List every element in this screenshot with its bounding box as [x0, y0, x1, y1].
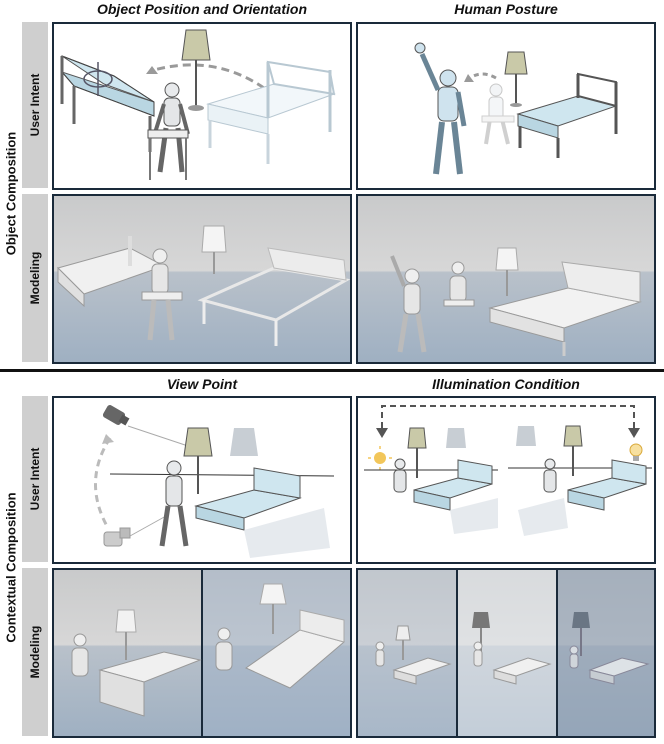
rotate-gizmo-icon	[83, 62, 113, 96]
row-label-modeling-top: Modeling	[22, 194, 48, 362]
row-label-user-intent-top: User Intent	[22, 22, 48, 188]
lightbulb-icon	[629, 443, 643, 461]
title-object-position: Object Position and Orientation	[96, 1, 307, 17]
panel-object-position-intent	[52, 22, 352, 190]
panel-human-posture-render	[356, 194, 656, 364]
panel-illumination-render	[356, 568, 656, 738]
sun-icon	[368, 446, 392, 470]
panel-human-posture-intent	[356, 22, 656, 190]
title-human-posture: Human Posture	[454, 1, 558, 17]
row-label-modeling-bottom: Modeling	[22, 568, 48, 736]
camera-icon	[103, 527, 131, 547]
camera-icon	[102, 405, 130, 426]
panel-view-point-render	[52, 568, 352, 738]
panel-illumination-intent	[356, 396, 656, 564]
section-divider	[0, 369, 664, 372]
row-label-user-intent-bottom: User Intent	[22, 396, 48, 562]
title-illumination-condition: Illumination Condition	[432, 376, 580, 392]
title-view-point: View Point	[166, 376, 238, 392]
group-label-object-composition: Object Composition	[3, 131, 19, 256]
group-label-contextual-composition: Contextual Composition	[3, 492, 19, 643]
panel-object-position-render	[52, 194, 352, 364]
panel-view-point-intent	[52, 396, 352, 564]
